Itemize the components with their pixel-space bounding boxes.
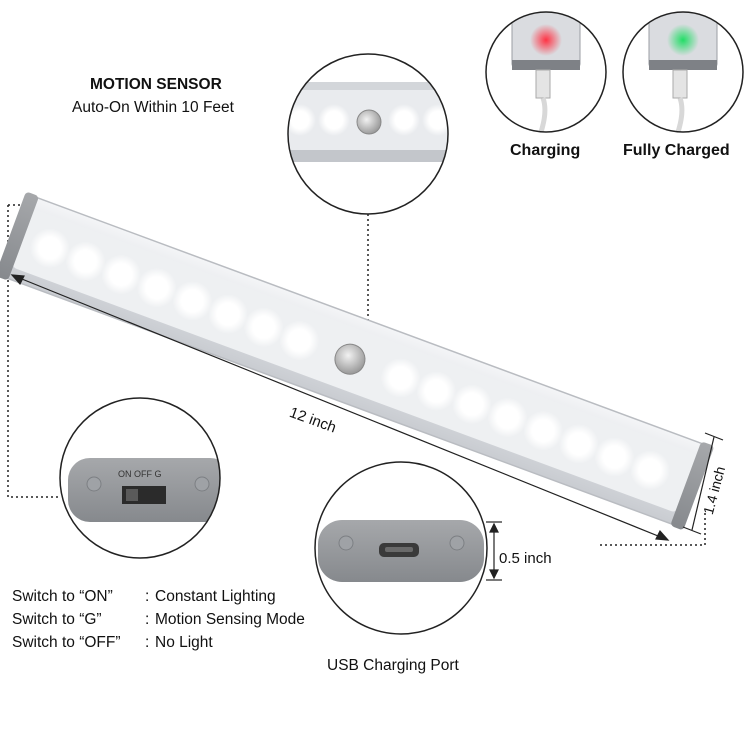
- motion-sensor-subtitle: Auto-On Within 10 Feet: [72, 99, 234, 116]
- thickness-dimension: [486, 521, 502, 581]
- usb-screw-left: [338, 535, 354, 551]
- mode-result: No Light: [155, 634, 213, 651]
- mode-separator: :: [145, 634, 150, 651]
- switch-screw-right: [194, 476, 210, 492]
- usb-screw-right: [449, 535, 465, 551]
- mode-setting: Switch to “G”: [12, 611, 102, 628]
- fully-charged-label: Fully Charged: [623, 142, 730, 159]
- height-dimension: [682, 432, 724, 535]
- mode-separator: :: [145, 611, 150, 628]
- charging-label: Charging: [510, 142, 581, 159]
- mode-setting: Switch to “OFF”: [12, 634, 121, 651]
- length-dimension: [10, 274, 670, 541]
- switch-zoom: [59, 397, 221, 559]
- switch-leader-line: [7, 205, 60, 498]
- motion-sensor-zoom: [287, 53, 449, 215]
- endcap-right: [671, 442, 714, 530]
- mode-setting: Switch to “ON”: [12, 588, 113, 605]
- mode-result: Constant Lighting: [155, 588, 276, 605]
- switch-markings: ON OFF G: [118, 469, 162, 479]
- usb-port-label: USB Charging Port: [327, 657, 459, 674]
- mode-separator: :: [145, 588, 150, 605]
- usb-leader-line: [600, 510, 706, 546]
- slide-switch-knob: [126, 489, 138, 501]
- led-row: [29, 228, 671, 491]
- charged-indicator-zoom: [622, 11, 744, 133]
- thickness-label: 0.5 inch: [499, 550, 552, 567]
- charging-indicator-zoom: [485, 11, 607, 133]
- mode-result: Motion Sensing Mode: [155, 611, 305, 628]
- motion-sensor-title: MOTION SENSOR: [90, 76, 222, 93]
- switch-screw-left: [86, 476, 102, 492]
- motion-sensor-dome: [334, 343, 366, 375]
- usb-port-zoom: [314, 461, 488, 635]
- endcap-left: [0, 192, 39, 280]
- light-bar: [0, 192, 714, 530]
